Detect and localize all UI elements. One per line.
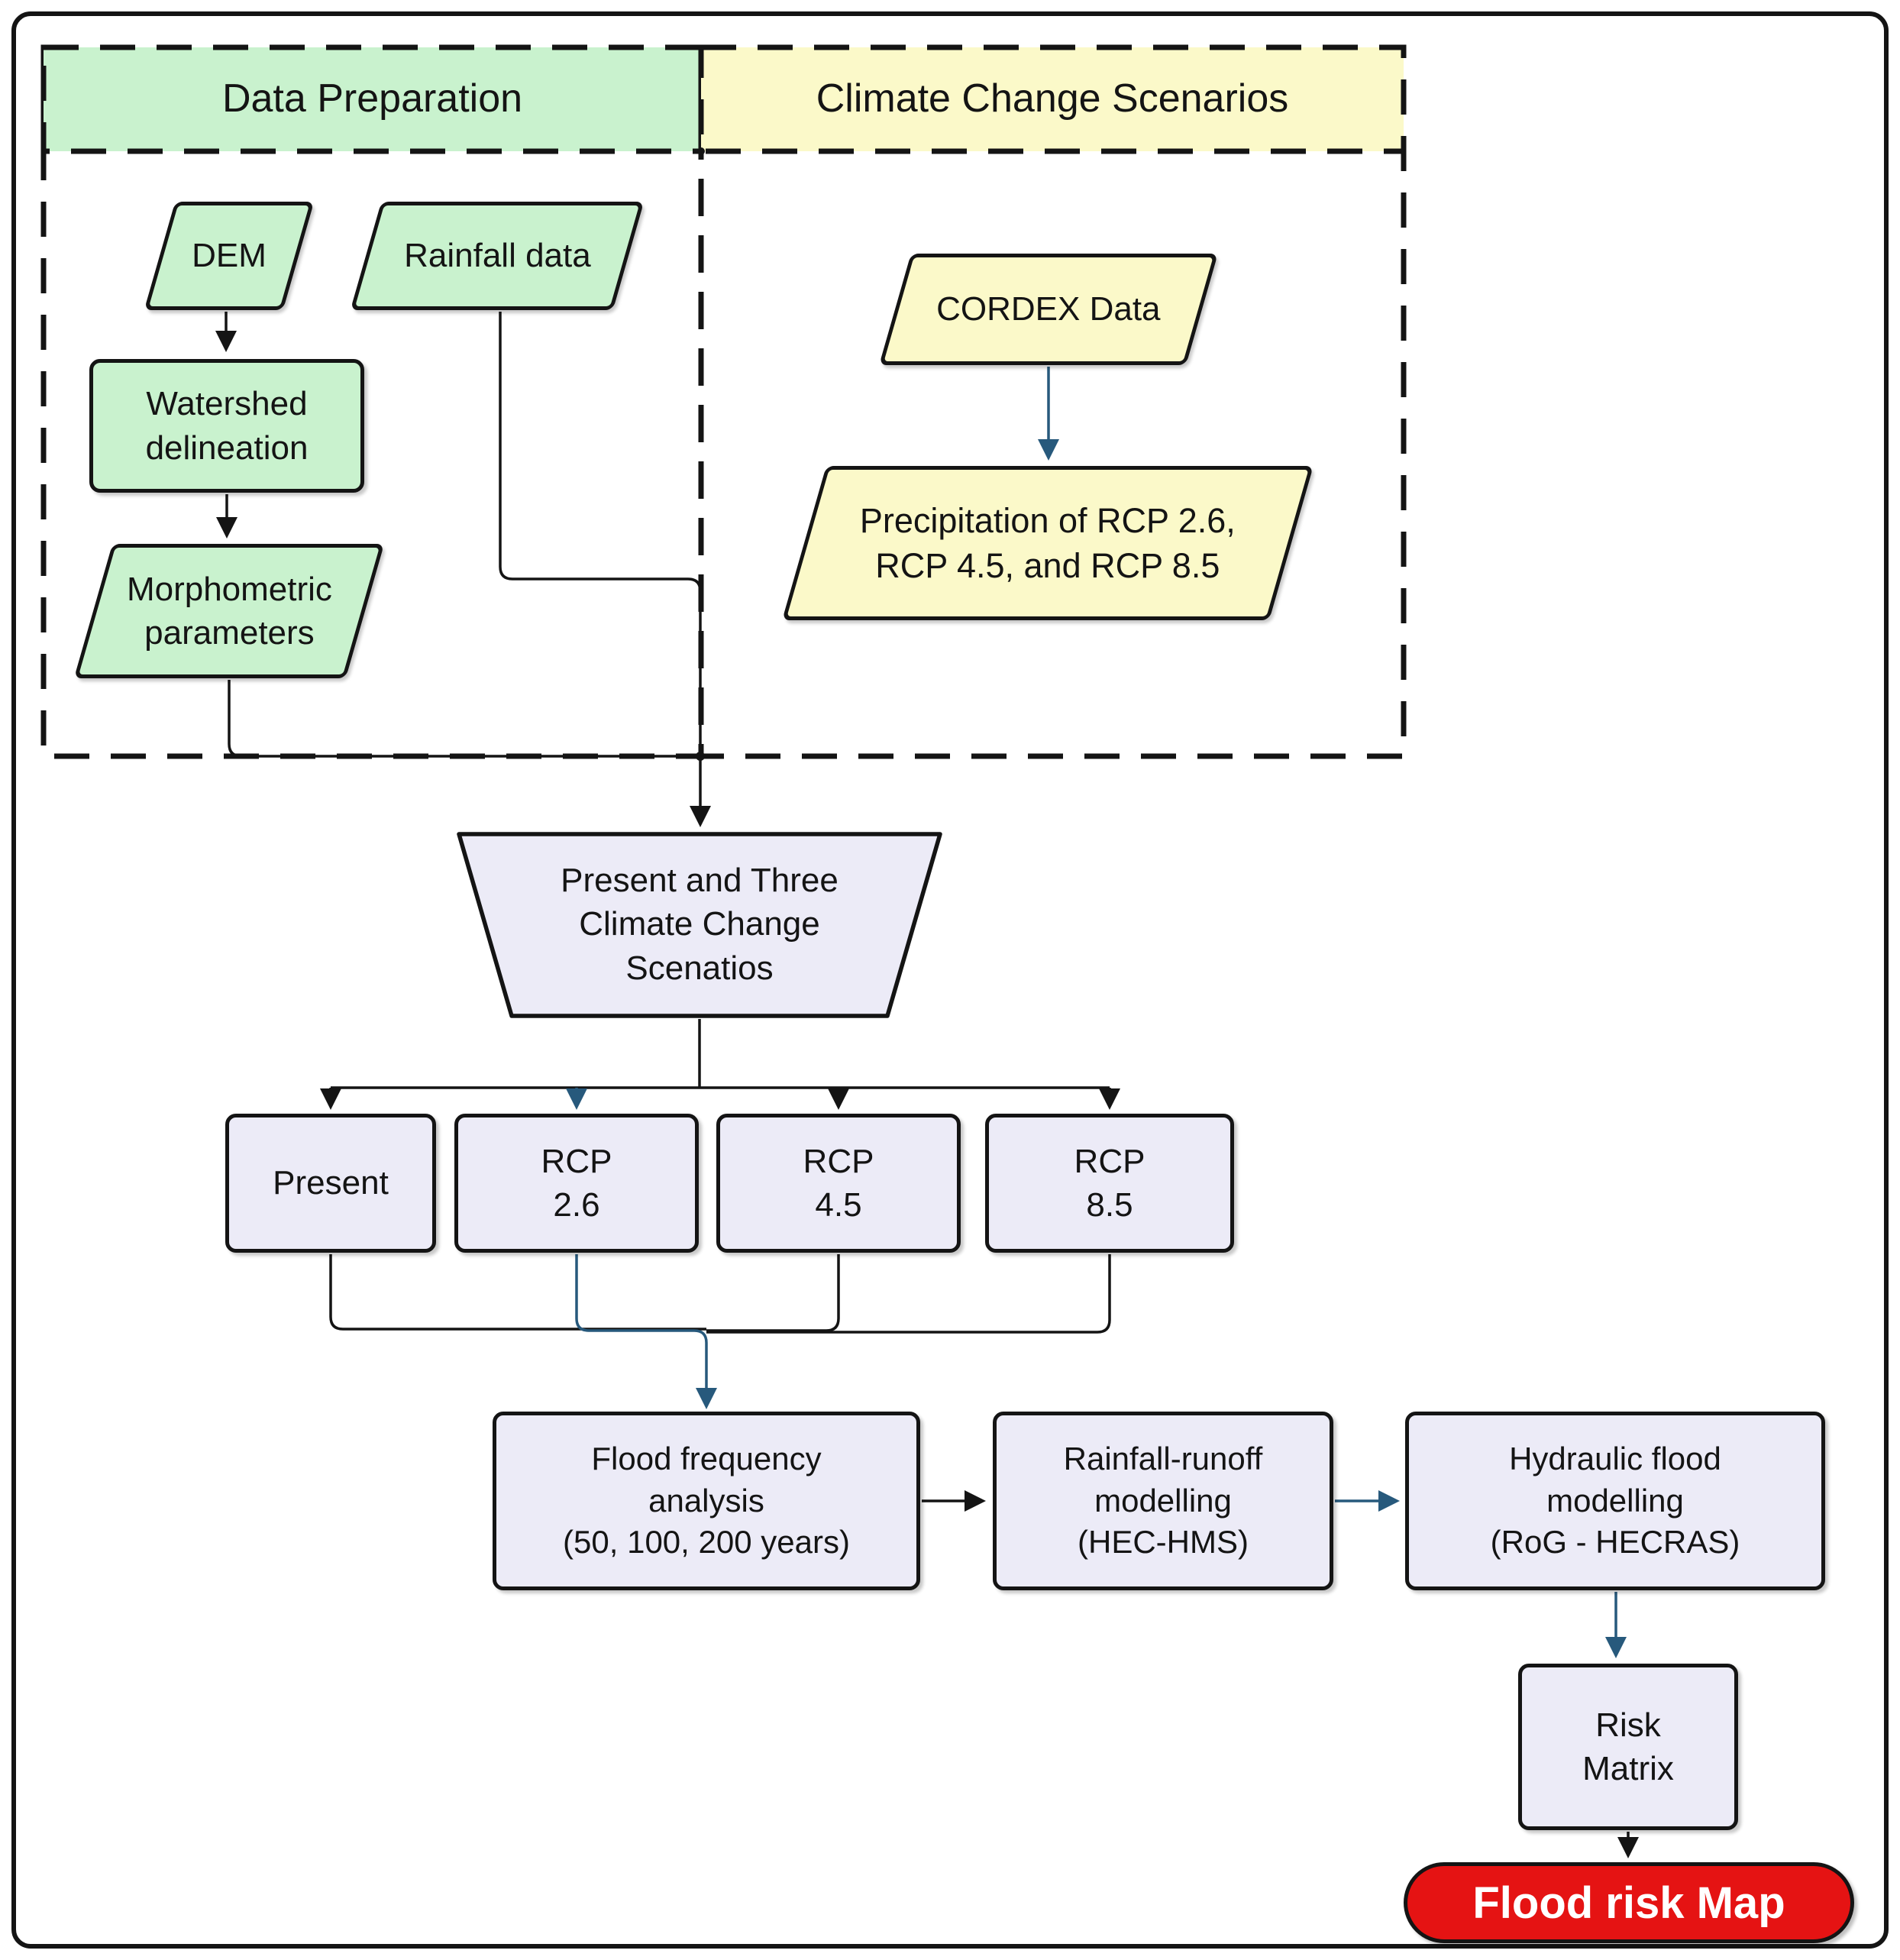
node-risk-matrix-label: Risk Matrix [1582,1706,1674,1787]
node-present-label: Present [273,1164,389,1202]
connector-rcp26-to-floodfreq [575,1254,717,1409]
node-rainfall-data: Rainfall data [350,202,645,310]
node-present: Present [225,1114,436,1253]
node-rcp-26-label: RCP 2.6 [541,1142,612,1224]
scenarios-trapezoid-shape [457,832,942,1018]
node-dem-label: DEM [192,237,267,275]
node-flood-frequency-analysis: Flood frequency analysis (50, 100, 200 y… [493,1412,920,1590]
node-cordex-data: CORDEX Data [879,254,1218,365]
junction-dot [696,752,705,761]
connector-rcp85-merge [706,1254,1111,1334]
connector-trapezoid-split [331,1019,1110,1089]
group-title-data-preparation: Data Preparation [221,76,523,121]
data-preparation-group-border [40,44,704,759]
connector-rcp45-merge [706,1254,840,1332]
node-precipitation-rcp-label: Precipitation of RCP 2.6, RCP 4.5, and R… [860,500,1236,585]
node-watershed-delineation: Watershed delineation [89,359,364,493]
node-hydraulic-flood-modelling-label: Hydraulic flood modelling (RoG - HECRAS) [1490,1441,1740,1561]
connector-morphometric-to-stem [228,680,698,758]
node-flood-frequency-analysis-label: Flood frequency analysis (50, 100, 200 y… [563,1441,850,1561]
node-rcp-45-label: RCP 4.5 [803,1142,874,1224]
node-risk-matrix: Risk Matrix [1518,1664,1738,1830]
header-junction-dot [697,147,705,155]
node-flood-risk-map: Flood risk Map [1404,1862,1854,1943]
node-hydraulic-flood-modelling: Hydraulic flood modelling (RoG - HECRAS) [1405,1412,1825,1590]
node-rainfall-runoff-modelling-label: Rainfall-runoff modelling (HEC-HMS) [1063,1441,1263,1561]
data-preparation-header-band [40,44,704,154]
node-cordex-data-label: CORDEX Data [936,290,1161,328]
group-title-climate-change-scenarios: Climate Change Scenarios [816,76,1289,121]
node-watershed-delineation-label: Watershed delineation [145,385,309,467]
node-morphometric-parameters-label: Morphometric parameters [126,570,332,652]
node-rcp-85-label: RCP 8.5 [1074,1142,1145,1224]
climate-change-header-band [698,44,1407,154]
node-rainfall-data-label: Rainfall data [403,237,591,275]
node-precipitation-rcp: Precipitation of RCP 2.6, RCP 4.5, and R… [782,466,1314,620]
node-rainfall-runoff-modelling: Rainfall-runoff modelling (HEC-HMS) [993,1412,1333,1590]
node-morphometric-parameters: Morphometric parameters [73,544,385,678]
node-rcp-45: RCP 4.5 [716,1114,961,1253]
connector-present-merge [329,1254,706,1331]
node-flood-risk-map-label: Flood risk Map [1472,1878,1785,1928]
node-rcp-26: RCP 2.6 [454,1114,699,1253]
node-scenarios-trapezoid-label: Present and Three Climate Change Scenati… [561,862,839,987]
connector-rainfall-to-trapezoid [499,312,711,827]
node-rcp-85: RCP 8.5 [985,1114,1234,1253]
